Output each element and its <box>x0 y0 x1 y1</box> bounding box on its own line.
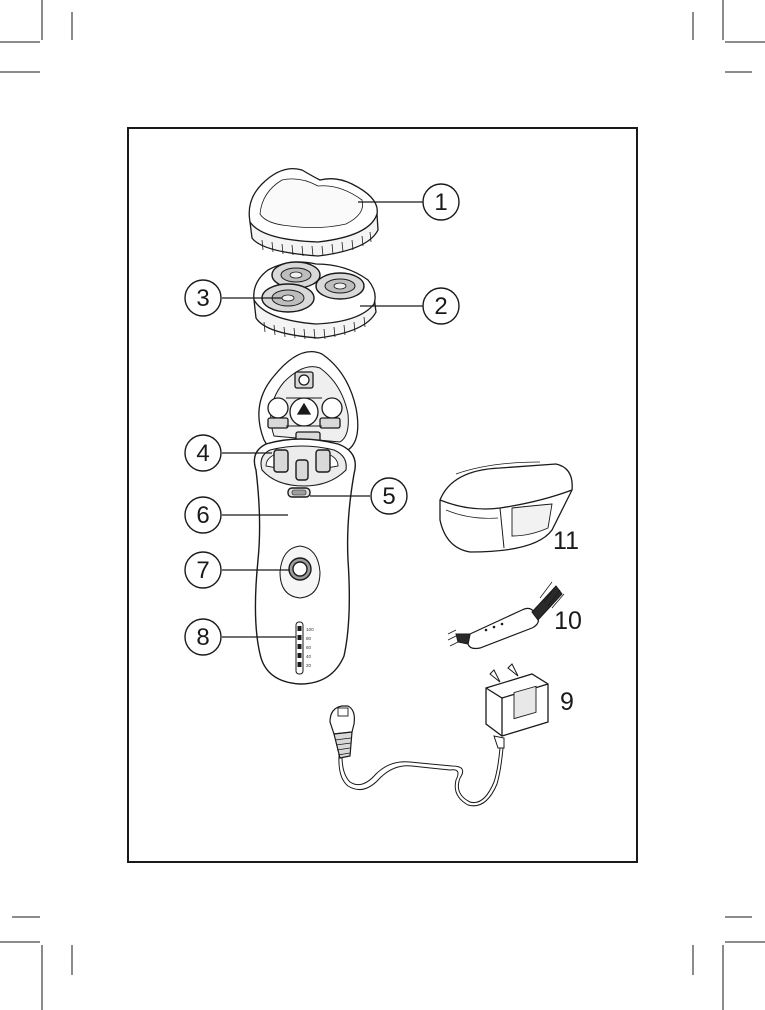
battery-scale-label: 40 <box>306 654 312 659</box>
callout-number: 7 <box>196 557 209 584</box>
callout-2: 2 <box>423 288 459 324</box>
callout-number: 2 <box>434 293 447 320</box>
callout-number: 4 <box>196 440 209 467</box>
callout-7: 7 <box>185 552 221 588</box>
callout-number: 1 <box>434 189 447 216</box>
battery-scale-label: 60 <box>306 645 312 650</box>
protection-cap <box>249 169 378 256</box>
battery-scale-label: 20 <box>306 663 312 668</box>
label-10: 10 <box>554 607 582 635</box>
adapter-cord <box>339 748 503 806</box>
callout-3: 3 <box>185 280 221 316</box>
callout-number: 6 <box>196 502 209 529</box>
callout-number: 8 <box>196 624 209 651</box>
callout-number: 5 <box>382 483 395 510</box>
battery-scale-label: 80 <box>306 636 312 641</box>
shaver-open-lid <box>259 352 358 450</box>
callout-4: 4 <box>185 435 221 471</box>
shaver-body <box>254 439 355 684</box>
callout-1: 1 <box>423 184 459 220</box>
battery-scale-label: 100 <box>306 627 314 632</box>
cleaning-brush <box>448 582 564 649</box>
label-9: 9 <box>560 688 574 716</box>
callout-5: 5 <box>371 478 407 514</box>
callout-8: 8 <box>185 619 221 655</box>
adapter <box>486 664 548 748</box>
callout-6: 6 <box>185 497 221 533</box>
appliance-plug <box>330 706 354 758</box>
label-11: 11 <box>553 527 579 555</box>
callout-number: 3 <box>196 285 209 312</box>
